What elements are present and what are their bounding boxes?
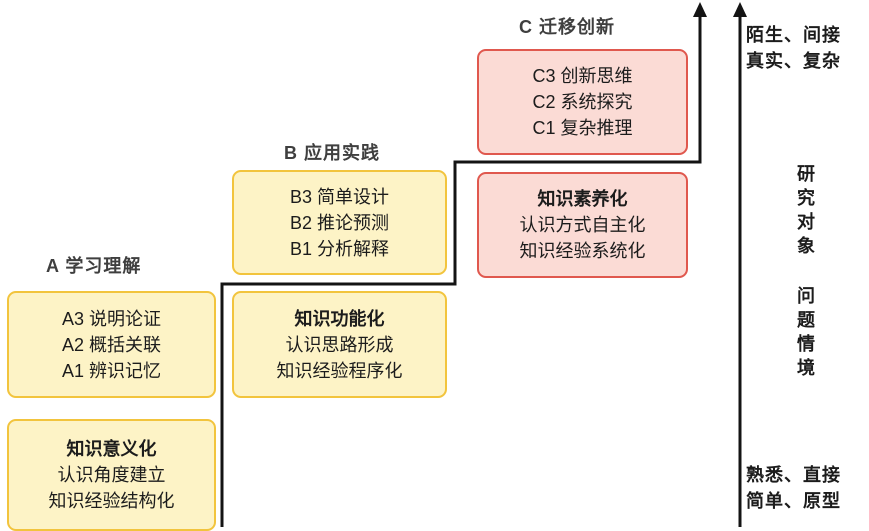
axis-mid-label-problem-situation: 问题情境 [795,286,815,382]
axis-label: 简单、原型 [746,491,841,511]
axis-label: 陌生、间接 [746,25,841,45]
level-c-skills-box: C3 创新思维 C2 系统探究 C1 复杂推理 [477,49,688,155]
level-a-knowledge-box: 知识意义化 认识角度建立 知识经验结构化 [7,419,216,531]
level-b-knowledge-box: 知识功能化 认识思路形成 知识经验程序化 [232,291,447,398]
knowledge-line: 知识经验程序化 [276,360,403,381]
skill-line: B2 推论预测 [289,212,390,233]
skill-line: A2 概括关联 [61,334,162,355]
level-c-knowledge-box: 知识素养化 认识方式自主化 知识经验系统化 [477,172,688,278]
axis-top-labels: 陌生、间接 真实、复杂 [746,22,841,74]
skill-line: C2 系统探究 [532,92,633,112]
skill-line: C1 复杂推理 [532,118,633,138]
skill-line: B1 分析解释 [289,238,390,259]
staircase-arrow-icon [693,2,707,17]
skill-line: C3 创新思维 [532,66,633,86]
level-c-title: C 迁移创新 [519,17,615,37]
skill-line: A1 辨识记忆 [61,360,162,381]
axis-label: 熟悉、直接 [746,465,841,485]
axis-bottom-labels: 熟悉、直接 简单、原型 [746,462,841,514]
level-a-skills-box: A3 说明论证 A2 概括关联 A1 辨识记忆 [7,291,216,398]
axis-mid-label-research-object: 研究对象 [795,164,815,260]
knowledge-line: 认识思路形成 [285,334,394,355]
knowledge-heading: 知识素养化 [537,189,628,209]
staircase-line [220,13,702,527]
knowledge-line: 知识经验结构化 [48,491,175,511]
axis-arrow-icon [733,2,747,17]
knowledge-heading: 知识功能化 [294,308,385,329]
axis-label: 真实、复杂 [746,51,841,71]
level-a-title: A 学习理解 [46,256,142,276]
level-b-title: B 应用实践 [284,143,380,163]
skill-line: A3 说明论证 [61,308,162,329]
knowledge-heading: 知识意义化 [66,439,157,459]
knowledge-line: 知识经验系统化 [519,241,646,261]
skill-line: B3 简单设计 [289,186,390,207]
level-b-skills-box: B3 简单设计 B2 推论预测 B1 分析解释 [232,170,447,275]
knowledge-line: 认识角度建立 [57,465,166,485]
knowledge-line: 认识方式自主化 [519,215,646,235]
